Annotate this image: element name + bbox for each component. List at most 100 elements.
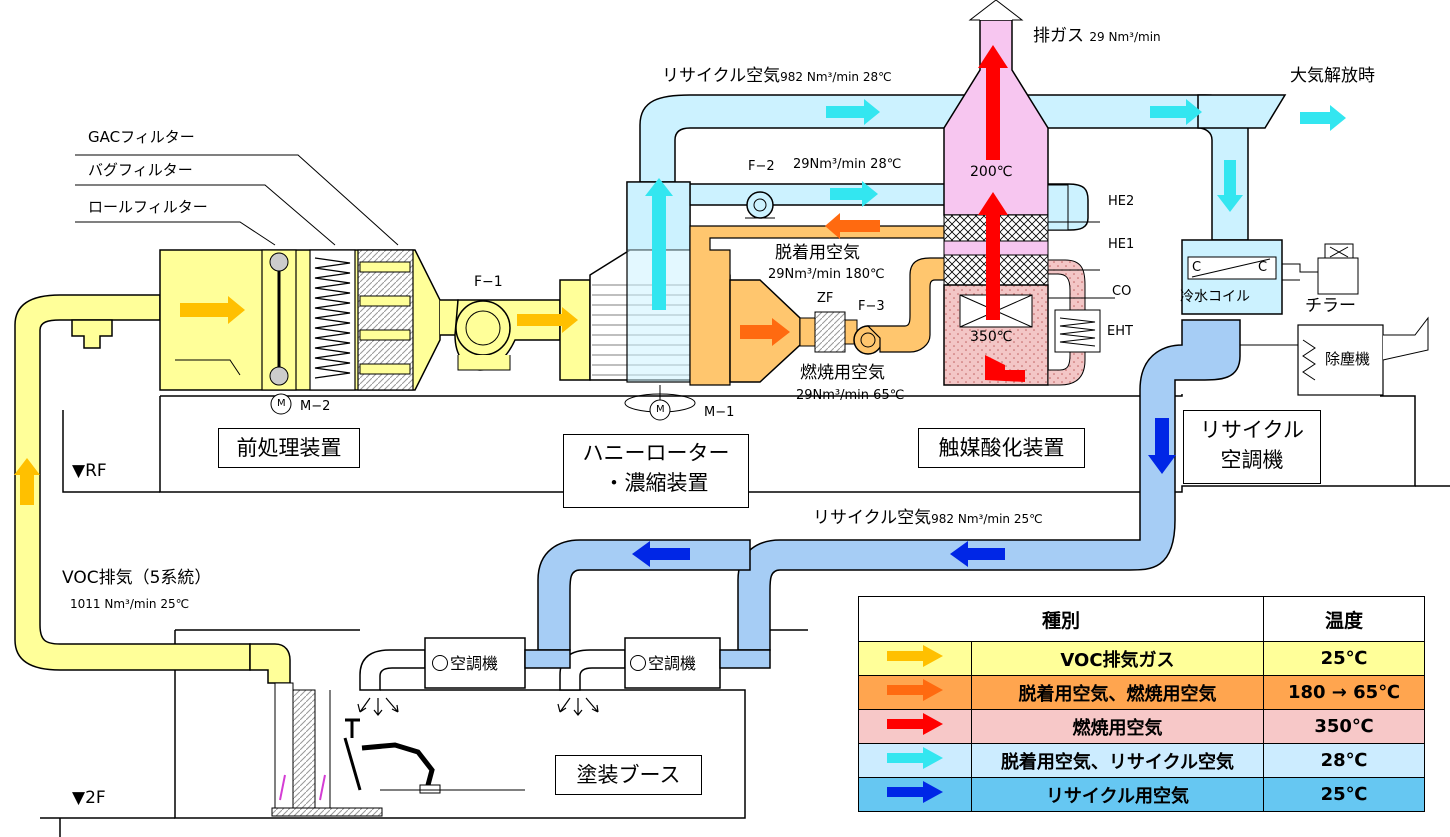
he1-label: HE1 <box>1108 237 1135 252</box>
flow-arrows <box>14 45 1346 567</box>
legend-temp: 28℃ <box>1263 743 1425 778</box>
diffuser-arrows <box>357 697 599 716</box>
arrow-voc-3 <box>14 458 40 505</box>
2f-level-label: ▼2F <box>72 788 106 808</box>
ac-unit-2-icon <box>630 655 646 671</box>
honey-rotor-box: ハニーローター・濃縮装置 <box>563 434 749 508</box>
bag-filter-label: バグフィルター <box>88 161 193 179</box>
legend-arrow-icon <box>858 709 972 744</box>
recycle-duct-lower <box>537 319 1241 651</box>
legend-arrow-icon <box>858 641 972 676</box>
roll-filter-label: ロールフィルター <box>88 198 208 216</box>
cold-coil <box>1181 239 1318 315</box>
arrow-orange-2 <box>825 213 880 239</box>
legend-type: VOC排気ガス <box>971 641 1264 676</box>
catalytic-box: 触媒酸化装置 <box>918 428 1085 468</box>
legend-temp: 25℃ <box>1263 777 1425 812</box>
chiller <box>1317 243 1359 295</box>
building-outline <box>40 394 1450 837</box>
m1-motor-label: M <box>656 404 665 415</box>
voc-exhaust-label: VOC排気（5系統） <box>62 568 212 588</box>
arrow-red-2 <box>978 192 1008 320</box>
he2-label: HE2 <box>1108 194 1135 209</box>
paint-booth-interior <box>271 682 525 817</box>
dust-collector-label: 除塵機 <box>1325 350 1371 368</box>
coil-c2-label: C <box>1258 260 1268 275</box>
rf-level-label: ▼RF <box>72 461 107 481</box>
arrow-cyan-5 <box>1217 160 1243 212</box>
f1-label: F−1 <box>474 274 503 290</box>
legend-header: 種別 温度 <box>858 596 1425 642</box>
filter-leaders <box>75 154 399 246</box>
legend-temp: 350℃ <box>1263 709 1425 744</box>
arrow-voc-2 <box>517 307 578 333</box>
f2-flow-label: 29Nm³/min 28℃ <box>793 157 902 172</box>
chiller-label: チラー <box>1305 296 1356 316</box>
ac-unit-2: 空調機 <box>630 655 696 672</box>
arrow-voc-1 <box>180 296 245 324</box>
motors <box>270 393 292 415</box>
f3-label: F−3 <box>858 299 885 314</box>
arrow-red-3 <box>985 355 1025 382</box>
fan-f1 <box>454 299 561 371</box>
arrow-cyan-6 <box>830 181 878 207</box>
recycle-ac-box: リサイクル空調機 <box>1183 410 1321 484</box>
desorption-air-flow-label: 29Nm³/min 180℃ <box>768 267 885 282</box>
arrow-blue-3 <box>632 541 690 567</box>
legend-arrow-icon <box>858 777 972 812</box>
m1-label: M−1 <box>704 405 735 420</box>
arrow-blue-2 <box>950 541 1005 567</box>
legend-temp: 25℃ <box>1263 641 1425 676</box>
zf-label: ZF <box>817 291 834 306</box>
legend-header-temp: 温度 <box>1263 596 1425 642</box>
legend-type: 燃焼用空気 <box>971 709 1264 744</box>
booth-ducts <box>359 637 771 691</box>
fan-f2 <box>745 191 775 219</box>
pretreatment-box: 前処理装置 <box>218 428 360 468</box>
legend-temp: 180 → 65℃ <box>1263 675 1425 710</box>
atmosphere-release-label: 大気解放時 <box>1290 66 1375 86</box>
f2-label: F−2 <box>748 159 775 174</box>
m2-label: M−2 <box>300 399 331 414</box>
legend-type: リサイクル用空気 <box>971 777 1264 812</box>
legend-type: 脱着用空気、燃焼用空気 <box>971 675 1264 710</box>
arrow-red-1 <box>978 45 1008 160</box>
voc-exhaust-flow-label: 1011 Nm³/min 25℃ <box>70 597 190 611</box>
ac-unit-1-icon <box>432 655 448 671</box>
co-label: CO <box>1112 284 1132 299</box>
recycle-air-mid-label: リサイクル空気982 Nm³/min 25℃ <box>813 508 1043 528</box>
arrow-cyan-1 <box>645 178 673 310</box>
combustion-air-flow-label: 29Nm³/min 65℃ <box>796 388 905 403</box>
temp-200-label: 200℃ <box>970 164 1013 180</box>
coil-c1-label: C <box>1192 260 1202 275</box>
pretreatment-unit <box>159 249 459 391</box>
paint-booth-box: 塗装ブース <box>555 755 702 795</box>
arrow-cyan-4 <box>1300 105 1346 131</box>
m2-motor-label: M <box>277 398 286 409</box>
arrow-cyan-3 <box>1150 99 1202 125</box>
legend-type: 脱着用空気、リサイクル空気 <box>971 743 1264 778</box>
arrow-cyan-2 <box>826 99 880 125</box>
legend-arrow-icon <box>858 675 972 710</box>
combustion-air-line <box>799 257 946 355</box>
ac-unit-1: 空調機 <box>432 655 498 672</box>
temp-350-label: 350℃ <box>970 329 1013 345</box>
dust-collector <box>1240 316 1429 396</box>
combustion-air-label: 燃焼用空気 <box>800 363 885 383</box>
legend-arrow-icon <box>858 743 972 778</box>
cold-coil-label: 冷水コイル <box>1180 289 1250 305</box>
catalytic-unit <box>943 0 1115 386</box>
desorption-air-label: 脱着用空気 <box>775 243 860 263</box>
recycle-air-top-label: リサイクル空気982 Nm³/min 28℃ <box>662 66 892 86</box>
arrow-blue-1 <box>1148 418 1176 474</box>
eht-label: EHT <box>1107 324 1133 339</box>
exhaust-gas-label: 排ガス 29 Nm³/min <box>1033 26 1161 46</box>
legend-header-type: 種別 <box>858 596 1264 642</box>
voc-exhaust-duct <box>14 294 291 684</box>
